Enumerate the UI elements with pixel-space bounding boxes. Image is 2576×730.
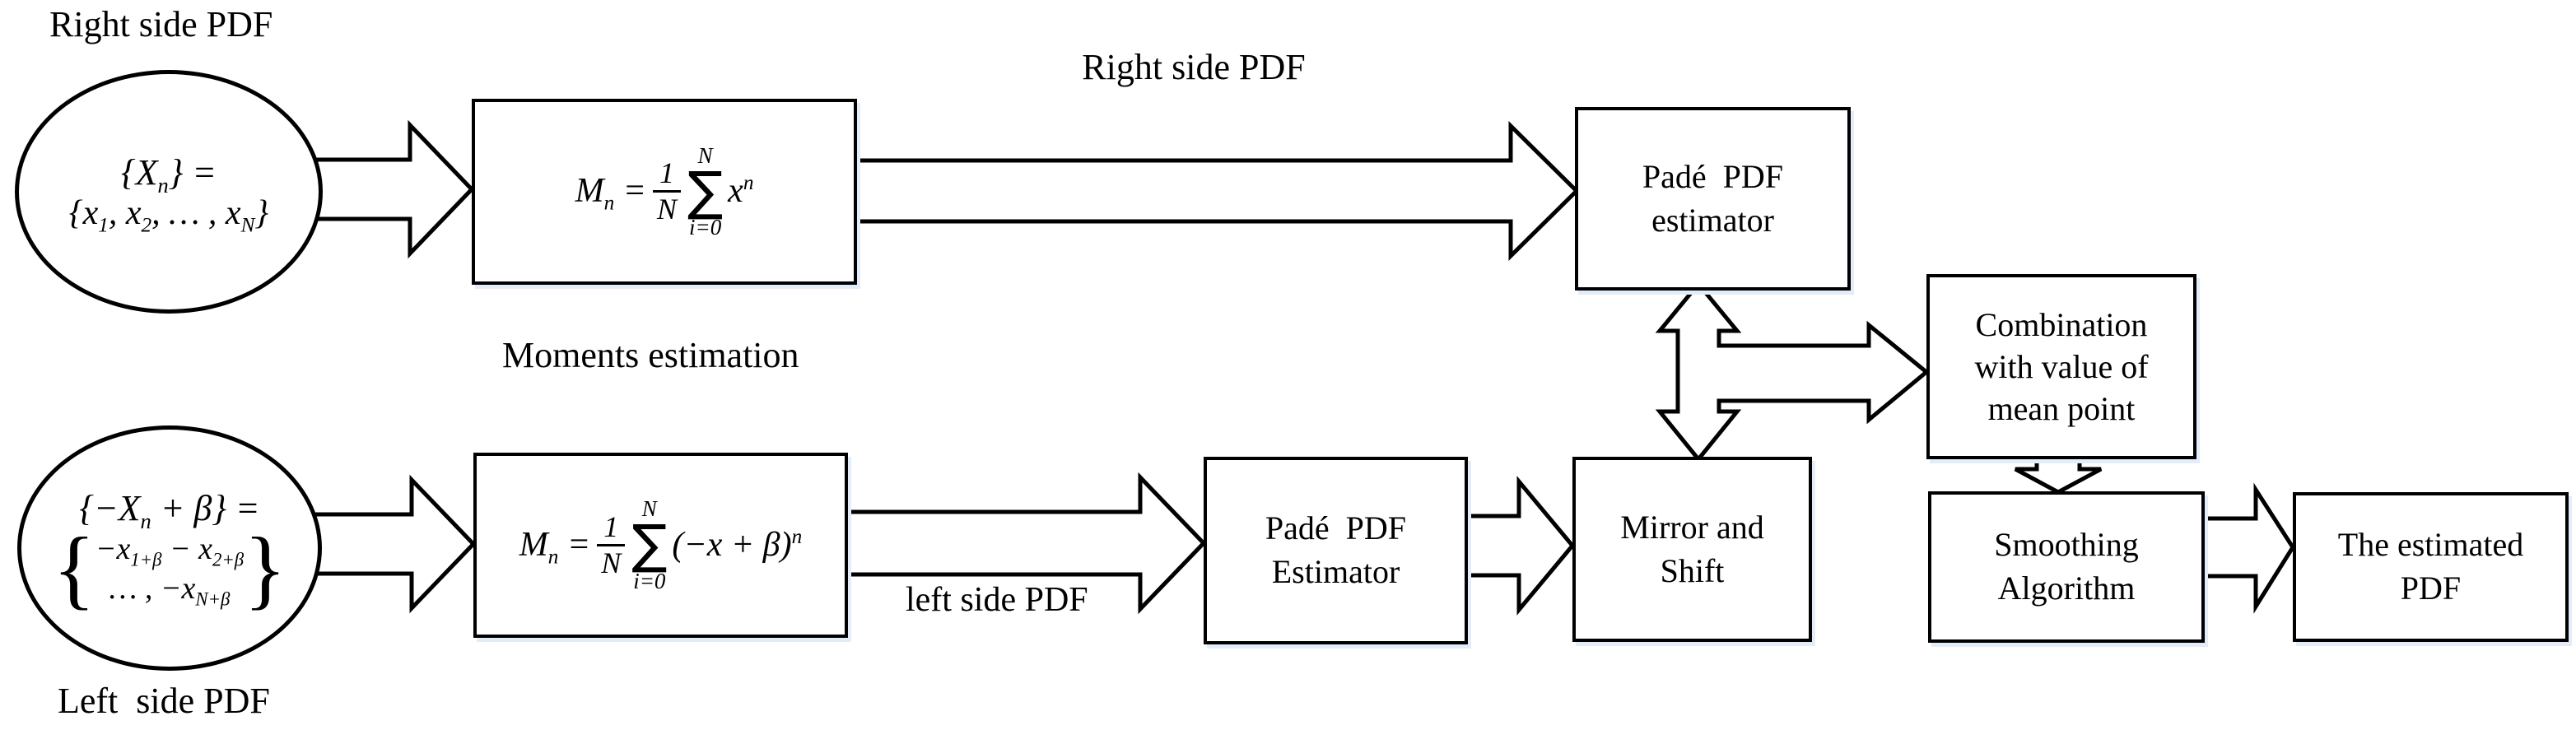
fraction-one-over-N: 1 N (653, 156, 682, 227)
box-line: with value of (1974, 347, 2149, 385)
block-arrow-pade-to-mirror (1460, 476, 1576, 616)
box-line: Estimator (1271, 553, 1400, 590)
box-line: Smoothing (1994, 526, 2139, 564)
sigma-icon: ∑ (687, 160, 724, 222)
label-right-side-pdf-top: Right side PDF (49, 4, 273, 44)
formula-term: (−x + β)n (672, 525, 803, 564)
close-brace: } (244, 519, 286, 618)
box-line: estimator (1651, 201, 1774, 239)
block-arrow-right-ellipse-to-moments (313, 119, 475, 259)
formula-box-left-moments: Mn = 1 N N ∑ i=0 (−x + β)n (473, 453, 848, 638)
box-mirror-and-shift: Mirror and Shift (1572, 457, 1812, 642)
sigma-icon: ∑ (631, 514, 668, 576)
right-input-set-elements: {x1, x2, … , xN} (68, 193, 269, 236)
left-input-elements-line2: … , −xN+β (109, 570, 231, 610)
box-line: Mirror and (1620, 508, 1764, 546)
box-pade-pdf-estimator-right: Padé PDF estimator (1575, 107, 1851, 291)
box-line: Shift (1660, 551, 1725, 589)
box-line: Combination (1975, 305, 2148, 343)
block-arrow-right-moments-to-pade (848, 121, 1580, 261)
box-line: Padé PDF (1642, 157, 1784, 195)
box-line: Padé PDF (1265, 509, 1407, 547)
formula-term: xn (728, 172, 754, 211)
label-moments-estimation: Moments estimation (502, 335, 799, 375)
box-line: mean point (1987, 390, 2136, 428)
block-arrow-left-ellipse-to-moments (312, 474, 477, 614)
label-right-side-pdf-arrow: Right side PDF (1082, 47, 1306, 87)
ellipse-left-input: {−Xn + β} = { −x1+β − x2+β … , −xN+β } (17, 425, 322, 671)
box-combination-mean-point: Combination with value of mean point (1926, 274, 2196, 459)
left-input-elements-line1: −x1+β − x2+β (95, 532, 245, 570)
block-arrow-combination-to-smoothing (2014, 452, 2103, 495)
box-line: Algorithm (1997, 570, 2136, 607)
open-brace: { (53, 519, 95, 618)
left-input-set-elements: { −x1+β − x2+β … , −xN+β } (53, 519, 286, 618)
left-moments-formula: Mn = 1 N N ∑ i=0 (−x + β)n (519, 498, 802, 593)
box-line: The estimated (2337, 526, 2524, 564)
block-arrow-smoothing-to-estimated (2196, 482, 2295, 614)
right-moments-formula: Mn = 1 N N ∑ i=0 xn (575, 142, 754, 240)
summation-sign: N ∑ i=0 (631, 496, 668, 593)
block-arrow-left-moments-to-pade (839, 472, 1207, 615)
box-estimated-pdf: The estimated PDF (2293, 492, 2569, 642)
ellipse-right-input: {Xn} = {x1, x2, … , xN} (15, 70, 323, 314)
formula-lhs: Mn = (575, 172, 647, 215)
formula-box-right-moments: Mn = 1 N N ∑ i=0 xn (472, 99, 857, 285)
double-arrow-pade-mirror-with-branch-to-combination (1655, 281, 1930, 463)
box-line: PDF (2400, 570, 2462, 607)
formula-lhs: Mn = (519, 525, 591, 569)
label-left-side-pdf-arrow: left side PDF (906, 581, 1088, 619)
left-input-set-name: {−Xn + β} = (79, 487, 260, 533)
fraction-one-over-N: 1 N (597, 510, 626, 581)
right-input-set-name: {Xn} = (121, 151, 217, 198)
box-pade-pdf-estimator-left: Padé PDF Estimator (1204, 457, 1468, 644)
box-smoothing-algorithm: Smoothing Algorithm (1928, 491, 2205, 643)
summation-sign: N ∑ i=0 (687, 142, 724, 240)
label-left-side-pdf-bottom: Left side PDF (58, 681, 270, 721)
